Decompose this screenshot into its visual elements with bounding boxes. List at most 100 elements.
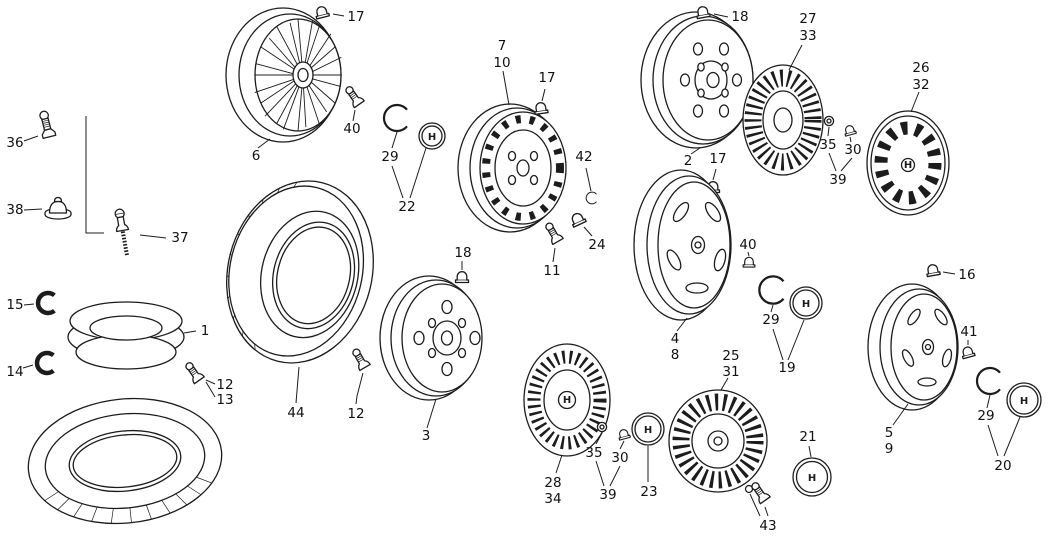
- callout-33: 33: [799, 28, 816, 44]
- callout-44: 44: [287, 405, 304, 421]
- side-ring-14: 14: [6, 353, 53, 380]
- callout-35a: 35: [819, 137, 836, 153]
- callout-42: 42: [575, 149, 592, 165]
- callout-38: 38: [6, 202, 23, 218]
- wheel-trim-27-33: 27 33: [742, 11, 824, 176]
- callout-11: 11: [543, 263, 560, 279]
- callout-40a: 40: [343, 121, 360, 137]
- callout-28: 28: [544, 475, 561, 491]
- side-ring-15: 15: [6, 293, 54, 313]
- wheel-cover-26-32: H 26 32: [866, 60, 950, 216]
- valve-12b: 12: [347, 345, 371, 422]
- lug-nut-16: 16: [924, 263, 976, 283]
- callout-37: 37: [171, 230, 188, 246]
- callout-13: 13: [216, 392, 233, 408]
- spare-tire-drawing: [27, 397, 223, 525]
- callout-3: 3: [422, 428, 431, 444]
- center-cap-23: H 23: [631, 412, 665, 500]
- callout-30a: 30: [844, 142, 861, 158]
- tire-44: 44: [226, 180, 374, 421]
- logo-mark: H: [904, 160, 912, 171]
- callout-29b: 29: [762, 312, 779, 328]
- alloy-wheel-4-8: 4 8: [633, 169, 732, 363]
- callout-30b: 30: [611, 450, 628, 466]
- callout-18a: 18: [731, 9, 748, 25]
- callout-18b: 18: [454, 245, 471, 261]
- callout-16: 16: [958, 267, 975, 283]
- callout-39b: 39: [599, 487, 616, 503]
- callout-5: 5: [885, 425, 894, 441]
- callout-23: 23: [640, 484, 657, 500]
- valve-40a: 40: [341, 83, 365, 137]
- callout-21: 21: [799, 429, 816, 445]
- valve-12a-13: 12 13: [181, 359, 234, 408]
- callout-2: 2: [684, 153, 693, 169]
- snap-ring-29b-and-cap-19: 29 H 19: [758, 275, 823, 376]
- callout-32: 32: [912, 77, 929, 93]
- logo-mark: H: [428, 132, 436, 143]
- callout-22: 22: [398, 199, 415, 215]
- callout-29a: 29: [381, 149, 398, 165]
- valve-assembly-37: 37: [114, 208, 189, 257]
- callout-20: 20: [994, 458, 1011, 474]
- callout-41: 41: [960, 324, 977, 340]
- lug-nut-17c: 17: [705, 151, 727, 194]
- callout-12a: 12: [216, 377, 233, 393]
- callout-17a: 17: [347, 9, 364, 25]
- callout-1: 1: [201, 323, 210, 339]
- lug-nut-18a: 18: [694, 5, 749, 25]
- callout-4: 4: [671, 331, 680, 347]
- grommet-38: 38: [6, 196, 72, 220]
- wire-spoke-wheel-6: 6: [225, 7, 355, 164]
- alloy-wheel-5-9: 5 9: [867, 283, 959, 457]
- callout-39a: 39: [829, 172, 846, 188]
- center-cap-21: 21 H: [792, 429, 832, 497]
- wheel-trim-25-31: 25 31: [668, 348, 768, 493]
- callout-7: 7: [498, 38, 507, 54]
- callout-15: 15: [6, 297, 23, 313]
- callout-26: 26: [912, 60, 929, 76]
- cap-nut-24: 24: [568, 210, 606, 253]
- callout-24: 24: [588, 237, 605, 253]
- steel-wheel-3: 3: [379, 275, 483, 444]
- callout-31: 31: [722, 364, 739, 380]
- lug-nut-41: 41: [959, 324, 978, 360]
- callout-17b: 17: [538, 70, 555, 86]
- callout-19: 19: [778, 360, 795, 376]
- callout-34: 34: [544, 491, 561, 507]
- valve-11: 11: [541, 219, 564, 279]
- lug-nut-40b: 40: [739, 237, 757, 268]
- valve-43: 43: [744, 479, 777, 534]
- callout-25: 25: [722, 348, 739, 364]
- logo-mark: H: [644, 425, 652, 436]
- callout-43: 43: [759, 518, 776, 534]
- wheel-rim-1: 1: [67, 301, 210, 370]
- logo-mark: H: [1020, 396, 1028, 407]
- styled-steel-wheel-7-10: 7 10: [457, 38, 567, 233]
- callout-14: 14: [6, 364, 23, 380]
- snap-ring-29a-and-cap-22: 29 H 22: [381, 103, 446, 215]
- steel-wheel-2: 2: [640, 11, 754, 169]
- callout-29c: 29: [977, 408, 994, 424]
- wheel-trim-28-34: H 28 34: [523, 343, 611, 507]
- lug-nut-17b: 17: [533, 70, 556, 116]
- callout-40b: 40: [739, 237, 756, 253]
- washer-nut-set-b: 35 30 39: [585, 421, 631, 503]
- logo-mark: H: [563, 395, 571, 406]
- callout-12b: 12: [347, 406, 364, 422]
- clip-42: 42: [575, 149, 597, 205]
- snap-ring-29c-and-cap-20: 29 H 20: [975, 366, 1042, 474]
- logo-mark: H: [802, 299, 810, 310]
- lug-nut-17a: 17: [313, 4, 365, 25]
- lug-nut-18b: 18: [454, 245, 472, 284]
- callout-6: 6: [252, 148, 261, 164]
- valve-assembly-36: 36: [6, 110, 104, 234]
- callout-10: 10: [493, 55, 510, 71]
- callout-36: 36: [6, 135, 23, 151]
- logo-mark: H: [808, 473, 816, 484]
- callout-35b: 35: [585, 445, 602, 461]
- callout-27: 27: [799, 11, 816, 27]
- callout-9: 9: [885, 441, 894, 457]
